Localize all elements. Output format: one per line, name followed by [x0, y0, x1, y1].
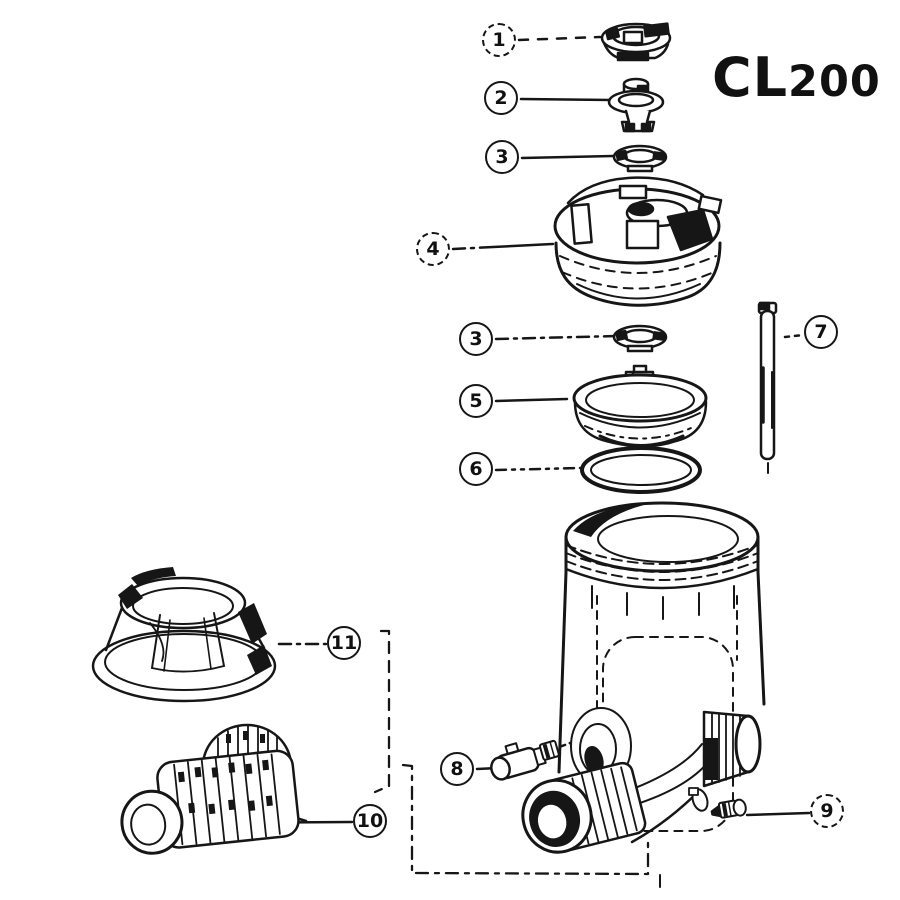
callout-5: 5 [459, 384, 493, 418]
dashed-connectors [373, 629, 650, 876]
product-title-prefix: CL [712, 46, 789, 109]
callout-7: 7 [804, 315, 838, 349]
callout-4: 4 [416, 232, 450, 266]
callout-6: 6 [459, 452, 493, 486]
product-title: CL200 [712, 46, 892, 109]
callout-8: 8 [440, 752, 474, 786]
part-8-fitting-drawing [490, 739, 560, 781]
callout-9: 9 [810, 794, 844, 828]
callout-2: 2 [484, 81, 518, 115]
part-9-screw-drawing [710, 798, 747, 819]
callout-3a: 3 [485, 140, 519, 174]
part-3b-gasket-drawing [612, 324, 668, 353]
part-1-cap-drawing [600, 22, 672, 62]
callout-10: 10 [353, 804, 387, 838]
part-4-lid-drawing [553, 176, 723, 307]
callout-3b: 3 [459, 322, 493, 356]
product-title-suffix: 200 [788, 57, 881, 107]
part-6-oring-drawing [580, 446, 702, 494]
body-vessel-drawing [521, 501, 766, 888]
callout-1: 1 [482, 23, 516, 57]
part-7-tube-drawing [757, 301, 778, 474]
part-3-gasket-drawing [612, 144, 668, 173]
part-5-float-drawing [572, 364, 708, 448]
callout-11: 11 [327, 626, 361, 660]
part-10-nuts-drawing [120, 723, 300, 855]
part-11-base-drawing [91, 567, 277, 703]
part-2-valve-drawing [607, 77, 665, 133]
